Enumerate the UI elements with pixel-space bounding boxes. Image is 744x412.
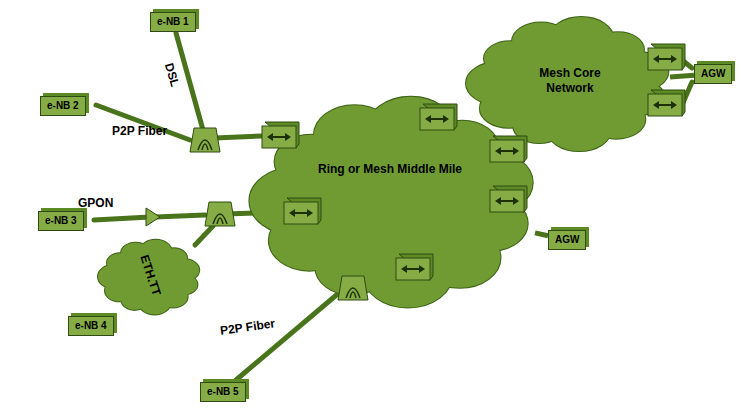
base-station: e-NB 1: [150, 12, 196, 32]
node-text: AGW: [555, 234, 579, 246]
agw-link: [682, 60, 692, 68]
network-link: [670, 75, 694, 77]
link-label: P2P Fiber: [219, 316, 276, 338]
base-station: e-NB 5: [200, 382, 246, 402]
node-text: e-NB 3: [45, 215, 77, 227]
access-gateway: AGW: [548, 230, 586, 250]
gpon-link: [155, 215, 205, 217]
node-text: e-NB 2: [47, 100, 79, 112]
fiber-link: [236, 292, 340, 380]
node-text: Ring or Mesh Middle Mile: [305, 162, 475, 177]
uplink: [215, 136, 262, 138]
base-station: e-NB 4: [68, 316, 114, 336]
gpon-link: [94, 217, 150, 220]
multiplexer-symbol: [205, 202, 235, 226]
fiber-link: [96, 105, 190, 140]
multiplexer-symbol: [190, 128, 220, 152]
node-text: e-NB 1: [157, 16, 189, 28]
optical-splitter: [146, 208, 160, 226]
agw-link: [682, 82, 692, 105]
network-link: [535, 233, 548, 236]
base-station: e-NB 3: [38, 211, 84, 231]
access-gateway: AGW: [694, 64, 732, 84]
link-label: P2P Fiber: [112, 124, 167, 138]
base-station: e-NB 2: [40, 96, 86, 116]
node-text: AGW: [701, 68, 725, 80]
link-label: DSL: [162, 62, 182, 89]
node-text: e-NB 5: [207, 386, 239, 398]
link-label: GPON: [78, 196, 113, 210]
ethernet-cloud: ETH.TT: [100, 238, 200, 316]
node-text: e-NB 4: [75, 320, 107, 332]
eth-link: [195, 226, 213, 245]
node-text: Mesh Core Network: [520, 66, 620, 96]
core-cloud: Mesh Core Network: [470, 14, 670, 154]
